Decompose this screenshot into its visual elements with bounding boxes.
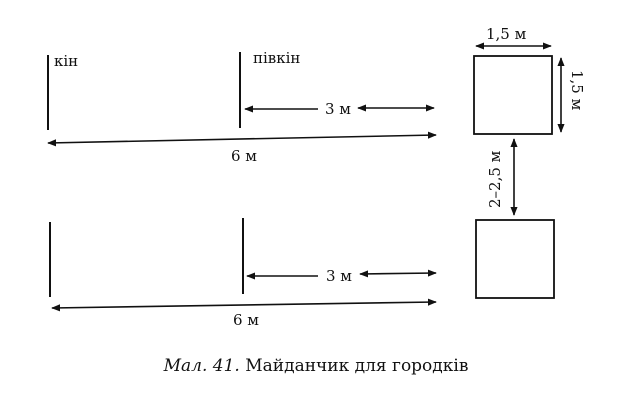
three-m-label-top: 3 м xyxy=(325,100,351,118)
gap-label: 2–2,5 м xyxy=(486,150,504,208)
figure-caption: Мал. 41. Майданчик для городків xyxy=(163,356,469,376)
square-bottom xyxy=(475,219,555,299)
three-m-label-bottom: 3 м xyxy=(326,267,352,285)
six-m-arrow-bottom xyxy=(51,298,437,312)
square-height-label: 1,5 м xyxy=(568,70,586,111)
square-width-label: 1,5 м xyxy=(486,25,527,43)
three-m-arrow-right-bottom xyxy=(359,269,437,278)
six-m-arrow-top xyxy=(47,131,437,147)
six-m-label-bottom: 6 м xyxy=(233,311,259,329)
kon-label: кін xyxy=(54,52,78,70)
pivkon-label: півкін xyxy=(253,49,300,67)
square-top xyxy=(473,55,553,135)
six-m-label-top: 6 м xyxy=(231,147,257,165)
caption-prefix: Мал. 41. xyxy=(163,356,240,376)
caption-text: Майданчик для городків xyxy=(240,356,469,376)
